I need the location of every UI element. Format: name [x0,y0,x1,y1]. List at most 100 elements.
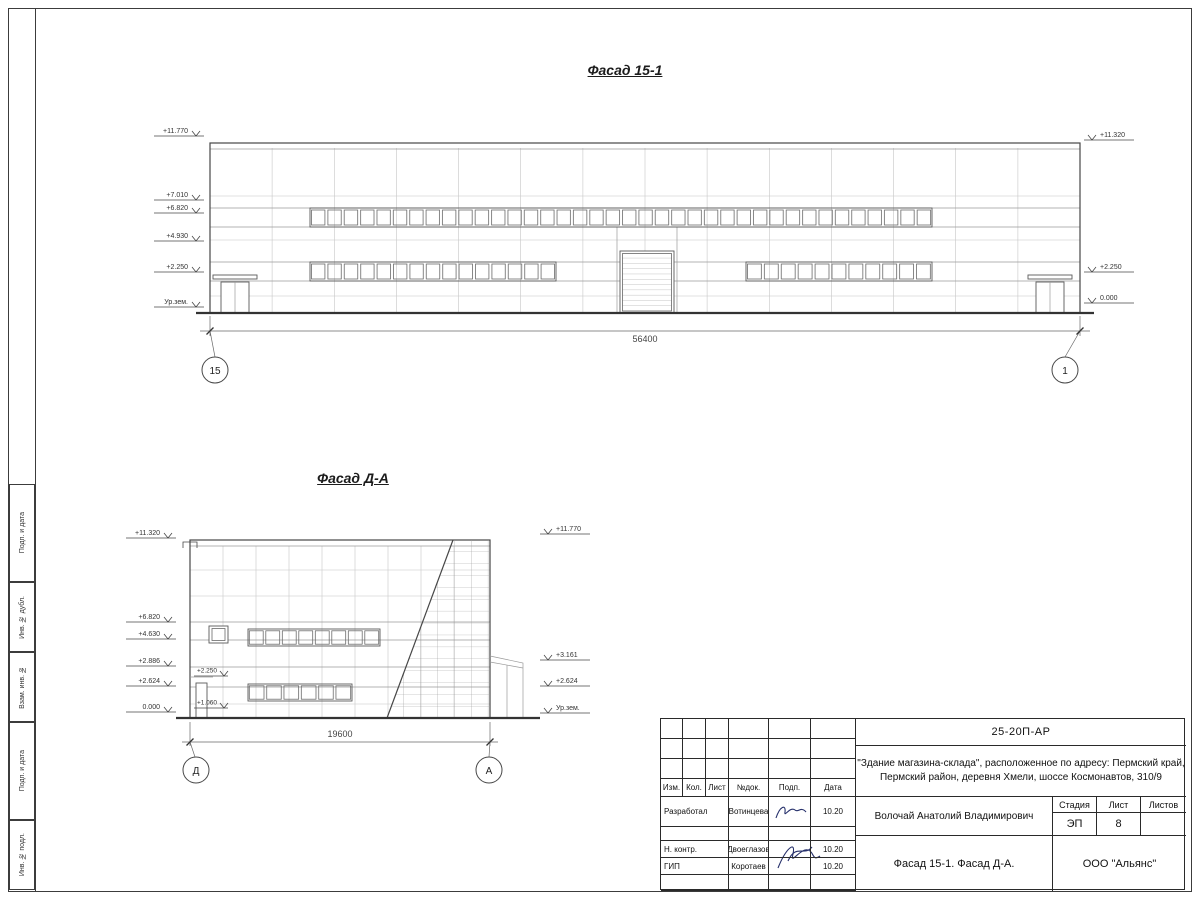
svg-text:+11.320: +11.320 [135,530,160,537]
signature-cell [769,827,811,841]
level-mark: +4.630 [126,631,176,640]
svg-text:+1.060: +1.060 [197,700,217,707]
facade2-diagonal-edge [386,539,454,719]
revision-cell [661,719,683,739]
revision-header-cell: Изм. [661,779,683,797]
facade2-entrance-door [190,676,213,719]
facade2-axis-left-label: Д [193,766,200,777]
revision-cell [729,759,769,779]
revision-header-cell: №док. [729,779,769,797]
level-mark: +11.320 [126,530,176,539]
staff-date [811,875,856,891]
facade1-axis-bubble-right: 1 [1051,356,1079,384]
facade2-dimension: 19600 [182,722,498,758]
svg-text:+3.161: +3.161 [556,652,578,659]
revision-header-cell: Лист [706,779,729,797]
revision-cell [811,739,856,759]
level-mark: +6.820 [126,614,176,623]
level-mark: +2.250 [154,264,204,273]
facade1-axis-bubble-left: 15 [201,356,229,384]
level-mark: +11.770 [540,526,590,535]
supervisor-name: Волочай Анатолий Владимирович [856,797,1053,836]
revision-cell [729,719,769,739]
margin-field-label: Взам. инв. № [18,665,26,709]
facade1-entrance-door-right [1027,274,1073,314]
svg-text:+2.250: +2.250 [197,668,217,675]
level-mark: +2.624 [126,678,176,687]
svg-text:Ур.зем.: Ур.зем. [556,705,580,712]
facade1-axis-right-label: 1 [1062,366,1068,377]
signature-cell [769,797,811,827]
level-mark: +2.250 [194,668,229,677]
sheet-title: Фасад 15-1. Фасад Д-А. [856,836,1053,891]
facade2-axis-bubble-right: А [475,756,503,784]
level-mark: Ур.зем. [540,705,590,714]
stage-value: ЭП [1053,813,1097,836]
revision-cell [706,759,729,779]
revision-cell [661,759,683,779]
svg-text:+2.250: +2.250 [166,264,188,271]
revision-header-cell: Подп. [769,779,811,797]
svg-text:+2.250: +2.250 [1100,264,1122,271]
margin-field-label: Подп. и дата [18,750,26,792]
staff-role [661,875,729,891]
facade2-axis-bubble-left: Д [182,756,210,784]
level-mark: +7.010 [154,192,204,201]
facade2-dimension-label: 19600 [327,729,352,739]
revision-cell [706,719,729,739]
svg-text:+6.820: +6.820 [138,614,160,621]
level-mark: +3.161 [540,652,590,661]
staff-date: 10.20 [811,797,856,827]
project-description-line1: "Здание магазина-склада", расположенное … [857,757,1185,769]
svg-text:+7.010: +7.010 [166,192,188,199]
margin-field-label: Инв. № подл. [18,833,26,877]
staff-name: Двоеглазов [729,841,769,858]
svg-text:0.000: 0.000 [142,704,160,711]
facade1-lower-left-window-band [309,261,557,282]
signature-cell [769,841,811,858]
facade1-axis-left-label: 15 [209,366,221,377]
facade2-axis-right-label: А [486,766,493,777]
margin-field: Взам. инв. № [9,652,35,722]
revision-cell [683,739,706,759]
document-code: 25-20П-АР [856,719,1186,746]
facade2-parapet-step [182,541,198,548]
stage-header: Стадия [1053,797,1097,813]
sheet-frame [8,8,1192,892]
svg-text:+11.320: +11.320 [1100,132,1125,139]
level-mark: +11.770 [154,128,204,137]
staff-role: ГИП [661,858,729,875]
facade1-dimension-label: 56400 [632,334,657,344]
facade-da-drawing: 19600 Д А +11.320 +6.820 +4.630 [126,526,590,784]
svg-text:Ур.зем.: Ур.зем. [164,299,188,306]
level-mark: 0.000 [126,704,176,713]
level-mark: 0.000 [1084,295,1134,304]
project-description: "Здание магазина-склада", расположенное … [856,746,1186,797]
level-mark: +4.930 [154,233,204,242]
facade1-upper-window-band [309,207,933,228]
staff-name [729,827,769,841]
company-name: ООО "Альянс" [1082,857,1157,870]
margin-field: Инв. № дубл. [9,582,35,652]
title-block-revision-table: Изм. Кол. Лист №док. Подп. Дата Разработ… [661,719,856,891]
staff-date [811,827,856,841]
facade-15-1-title: Фасад 15-1 [587,62,663,78]
svg-text:+4.930: +4.930 [166,233,188,240]
level-mark: Ур.зем. [154,299,204,308]
svg-text:+11.770: +11.770 [163,128,188,135]
facade1-dimension: 56400 [200,316,1090,358]
project-description-line2: Пермский район, деревня Хмели, шоссе Кос… [879,772,1162,783]
sheet-number: 8 [1097,813,1141,836]
staff-name: Вотинцева [729,797,769,827]
facade-15-1-drawing: 56400 15 1 +11.770 +7.010 +6.820 [154,128,1134,384]
svg-text:+2.886: +2.886 [138,658,160,665]
staff-role: Н. контр. [661,841,729,858]
svg-text:+2.624: +2.624 [556,678,578,685]
revision-cell [769,719,811,739]
svg-text:0.000: 0.000 [1100,295,1118,302]
revision-cell [769,759,811,779]
margin-field-label: Инв. № дубл. [18,595,26,639]
signature-icon [775,806,807,819]
